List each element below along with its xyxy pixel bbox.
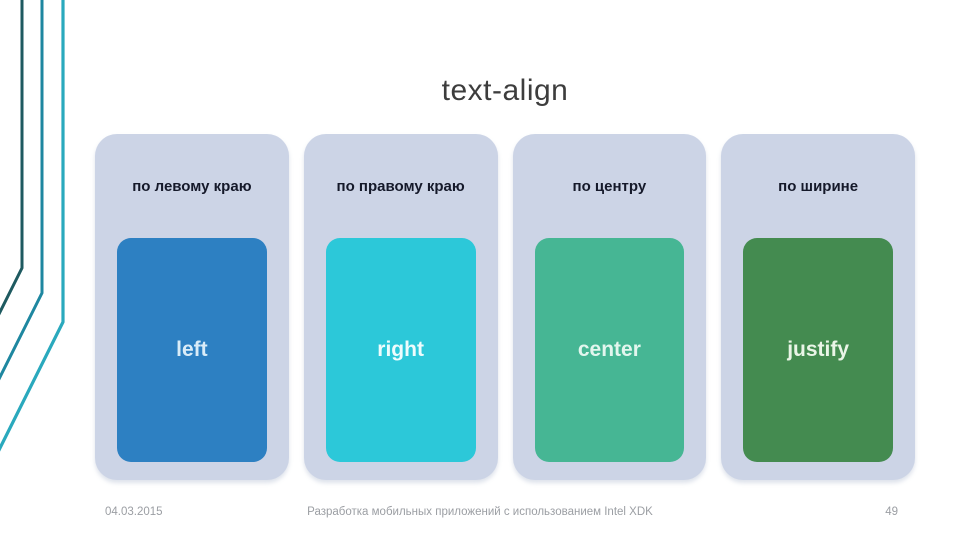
- decor-line-medium: [0, 0, 44, 381]
- align-box-right: right: [325, 238, 476, 462]
- decor-line-dark: [0, 0, 24, 316]
- card-align-right: по правому краю right: [303, 134, 498, 480]
- card-header-center: по центру: [572, 177, 647, 195]
- align-box-justify: justify: [743, 238, 893, 462]
- align-box-center: center: [534, 238, 685, 462]
- decor-line-light: [0, 0, 65, 452]
- slide-title: text-align: [441, 74, 569, 107]
- card-header-justify: по ширине: [778, 177, 859, 195]
- footer-caption: Разработка мобильных приложений с исполь…: [307, 506, 653, 518]
- card-align-left: по левому краю left: [95, 134, 289, 480]
- card-align-justify: по ширине justify: [721, 134, 915, 480]
- corner-lines-decoration: [0, 0, 65, 452]
- alignment-cards-row: по левому краю left по правому краю righ…: [95, 134, 915, 480]
- footer-date: 04.03.2015: [105, 506, 163, 518]
- card-header-right: по правому краю: [336, 177, 465, 195]
- align-box-left: left: [117, 238, 267, 462]
- card-header-left: по левому краю: [132, 177, 252, 195]
- card-align-center: по центру center: [512, 134, 707, 480]
- footer-page-number: 49: [885, 506, 898, 518]
